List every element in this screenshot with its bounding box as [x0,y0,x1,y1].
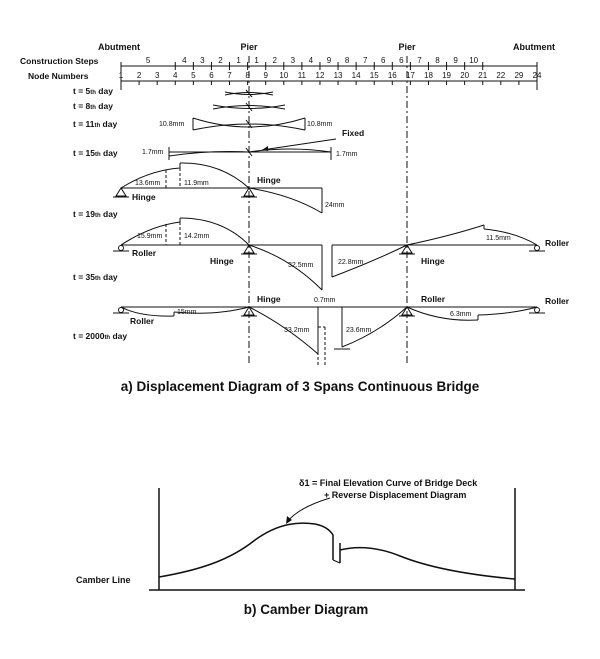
construction-step-label: 6 [399,56,404,65]
label-hinge-15b: Hinge [257,175,281,185]
day-label-2000: t = 2000th day [73,331,127,341]
annotation-line-2: + Reverse Displacement Diagram [324,490,466,500]
construction-step-label: 1 [254,56,259,65]
value-d2000-right: 6.3mm [450,311,472,318]
node-number-label: 29 [514,71,523,80]
value-d15-left: 1.7mm [142,149,164,156]
label-hinge-15a: Hinge [132,192,156,202]
label-pier-left: Pier [240,42,258,52]
camber-diagram [149,488,525,591]
construction-step-label: 8 [345,56,350,65]
node-number-label: 22 [496,71,505,80]
node-number-label: 7 [227,71,232,80]
node-number-label: 2 [137,71,142,80]
stage-day-5 [224,89,274,98]
construction-step-label: 8 [435,56,440,65]
construction-step-label: 4 [182,56,187,65]
value-d15-hump1: 13.6mm [135,180,160,187]
node-number-label: 5 [191,71,196,80]
stage-day-8 [212,102,286,112]
label-roller-35a: Roller [421,294,446,304]
stage-day-19 [113,217,545,291]
node-number-label: 6 [209,71,214,80]
construction-step-label: 6 [381,56,386,65]
day-labels: t = 5th day t = 8th day t = 11th day t =… [73,86,127,341]
value-d19-sag: 32.5mm [288,262,313,269]
label-abutment-right: Abutment [513,42,555,52]
day-label-19: t = 19th day [73,209,118,219]
value-d11-left: 10.8mm [159,121,184,128]
value-d2000-gap: 0.7mm [314,297,336,304]
label-hinge-19a: Hinge [210,256,234,266]
node-number-label: 12 [316,71,325,80]
value-d19-far: 11.5mm [486,235,511,242]
label-roller-2000: Roller [130,316,155,326]
construction-step-label: 7 [363,56,368,65]
stage-day-35-2000 [113,306,545,365]
construction-step-label: 3 [291,56,296,65]
value-d2000-sag2: 23.6mm [346,327,371,334]
node-number-label: 8 [245,71,250,80]
node-number-label: 4 [173,71,178,80]
node-number-label: 3 [155,71,160,80]
steps-labels: 5 4 3 2 1 1 2 3 4 9 8 7 6 6 7 8 9 10 [146,56,479,65]
construction-step-label: 9 [453,56,458,65]
node-number-label: 16 [388,71,397,80]
construction-step-label: 9 [327,56,332,65]
construction-step-label: 1 [236,56,241,65]
day-label-15: t = 15th day [73,148,118,158]
day-label-5: t = 5th day [73,86,113,96]
label-abutment-left: Abutment [98,42,140,52]
node-number-label: 10 [279,71,288,80]
node-number-label: 13 [334,71,343,80]
caption-panel-a: a) Displacement Diagram of 3 Spans Conti… [121,379,480,394]
stage-day-15-bottom [113,162,323,214]
label-roller-35b: Roller [545,296,570,306]
label-camber-line: Camber Line [76,575,131,585]
value-d15-hump2: 11.9mm [184,180,209,187]
construction-step-label: 2 [273,56,278,65]
construction-step-label: 3 [200,56,205,65]
construction-step-label: 7 [417,56,422,65]
node-number-label: 20 [460,71,469,80]
day-label-8: t = 8th day [73,101,113,111]
day-label-35: t = 35th day [73,272,118,282]
steps-ticks [120,62,538,70]
construction-step-label: 10 [469,56,478,65]
value-d19-right: 22.8mm [338,259,363,266]
node-number-label: 21 [478,71,487,80]
stage-day-15-top [168,138,337,160]
label-pier-right: Pier [398,42,416,52]
node-number-label: 18 [424,71,433,80]
node-number-label: 14 [352,71,361,80]
node-number-label: 17 [406,71,415,80]
node-number-label: 19 [442,71,451,80]
caption-panel-b: b) Camber Diagram [244,602,369,617]
label-roller-19b: Roller [545,238,570,248]
value-d15-drop: 24mm [325,202,345,209]
row-label-node-numbers: Node Numbers [28,71,89,81]
stage-day-11 [192,117,306,131]
value-d2000-left: 15mm [177,309,197,316]
node-number-label: 11 [298,71,307,80]
day-label-11: t = 11th day [73,119,117,129]
value-d19-hump2: 14.2mm [184,233,209,240]
value-d11-right: 10.8mm [307,121,332,128]
value-d19-hump1: 15.9mm [137,233,162,240]
label-hinge-19b: Hinge [421,256,445,266]
node-number-label: 9 [263,71,268,80]
label-roller-19a: Roller [132,248,157,258]
construction-step-label: 2 [218,56,223,65]
row-label-construction-steps: Construction Steps [20,56,99,66]
construction-step-label: 4 [309,56,314,65]
annotation-line-1: δ1 = Final Elevation Curve of Bridge Dec… [299,478,478,488]
value-d2000-sag1: 33.2mm [284,327,309,334]
label-hinge-35: Hinge [257,294,281,304]
node-number-label: 15 [370,71,379,80]
value-d15-right: 1.7mm [336,151,358,158]
label-fixed: Fixed [342,128,364,138]
construction-step-label: 5 [146,56,151,65]
